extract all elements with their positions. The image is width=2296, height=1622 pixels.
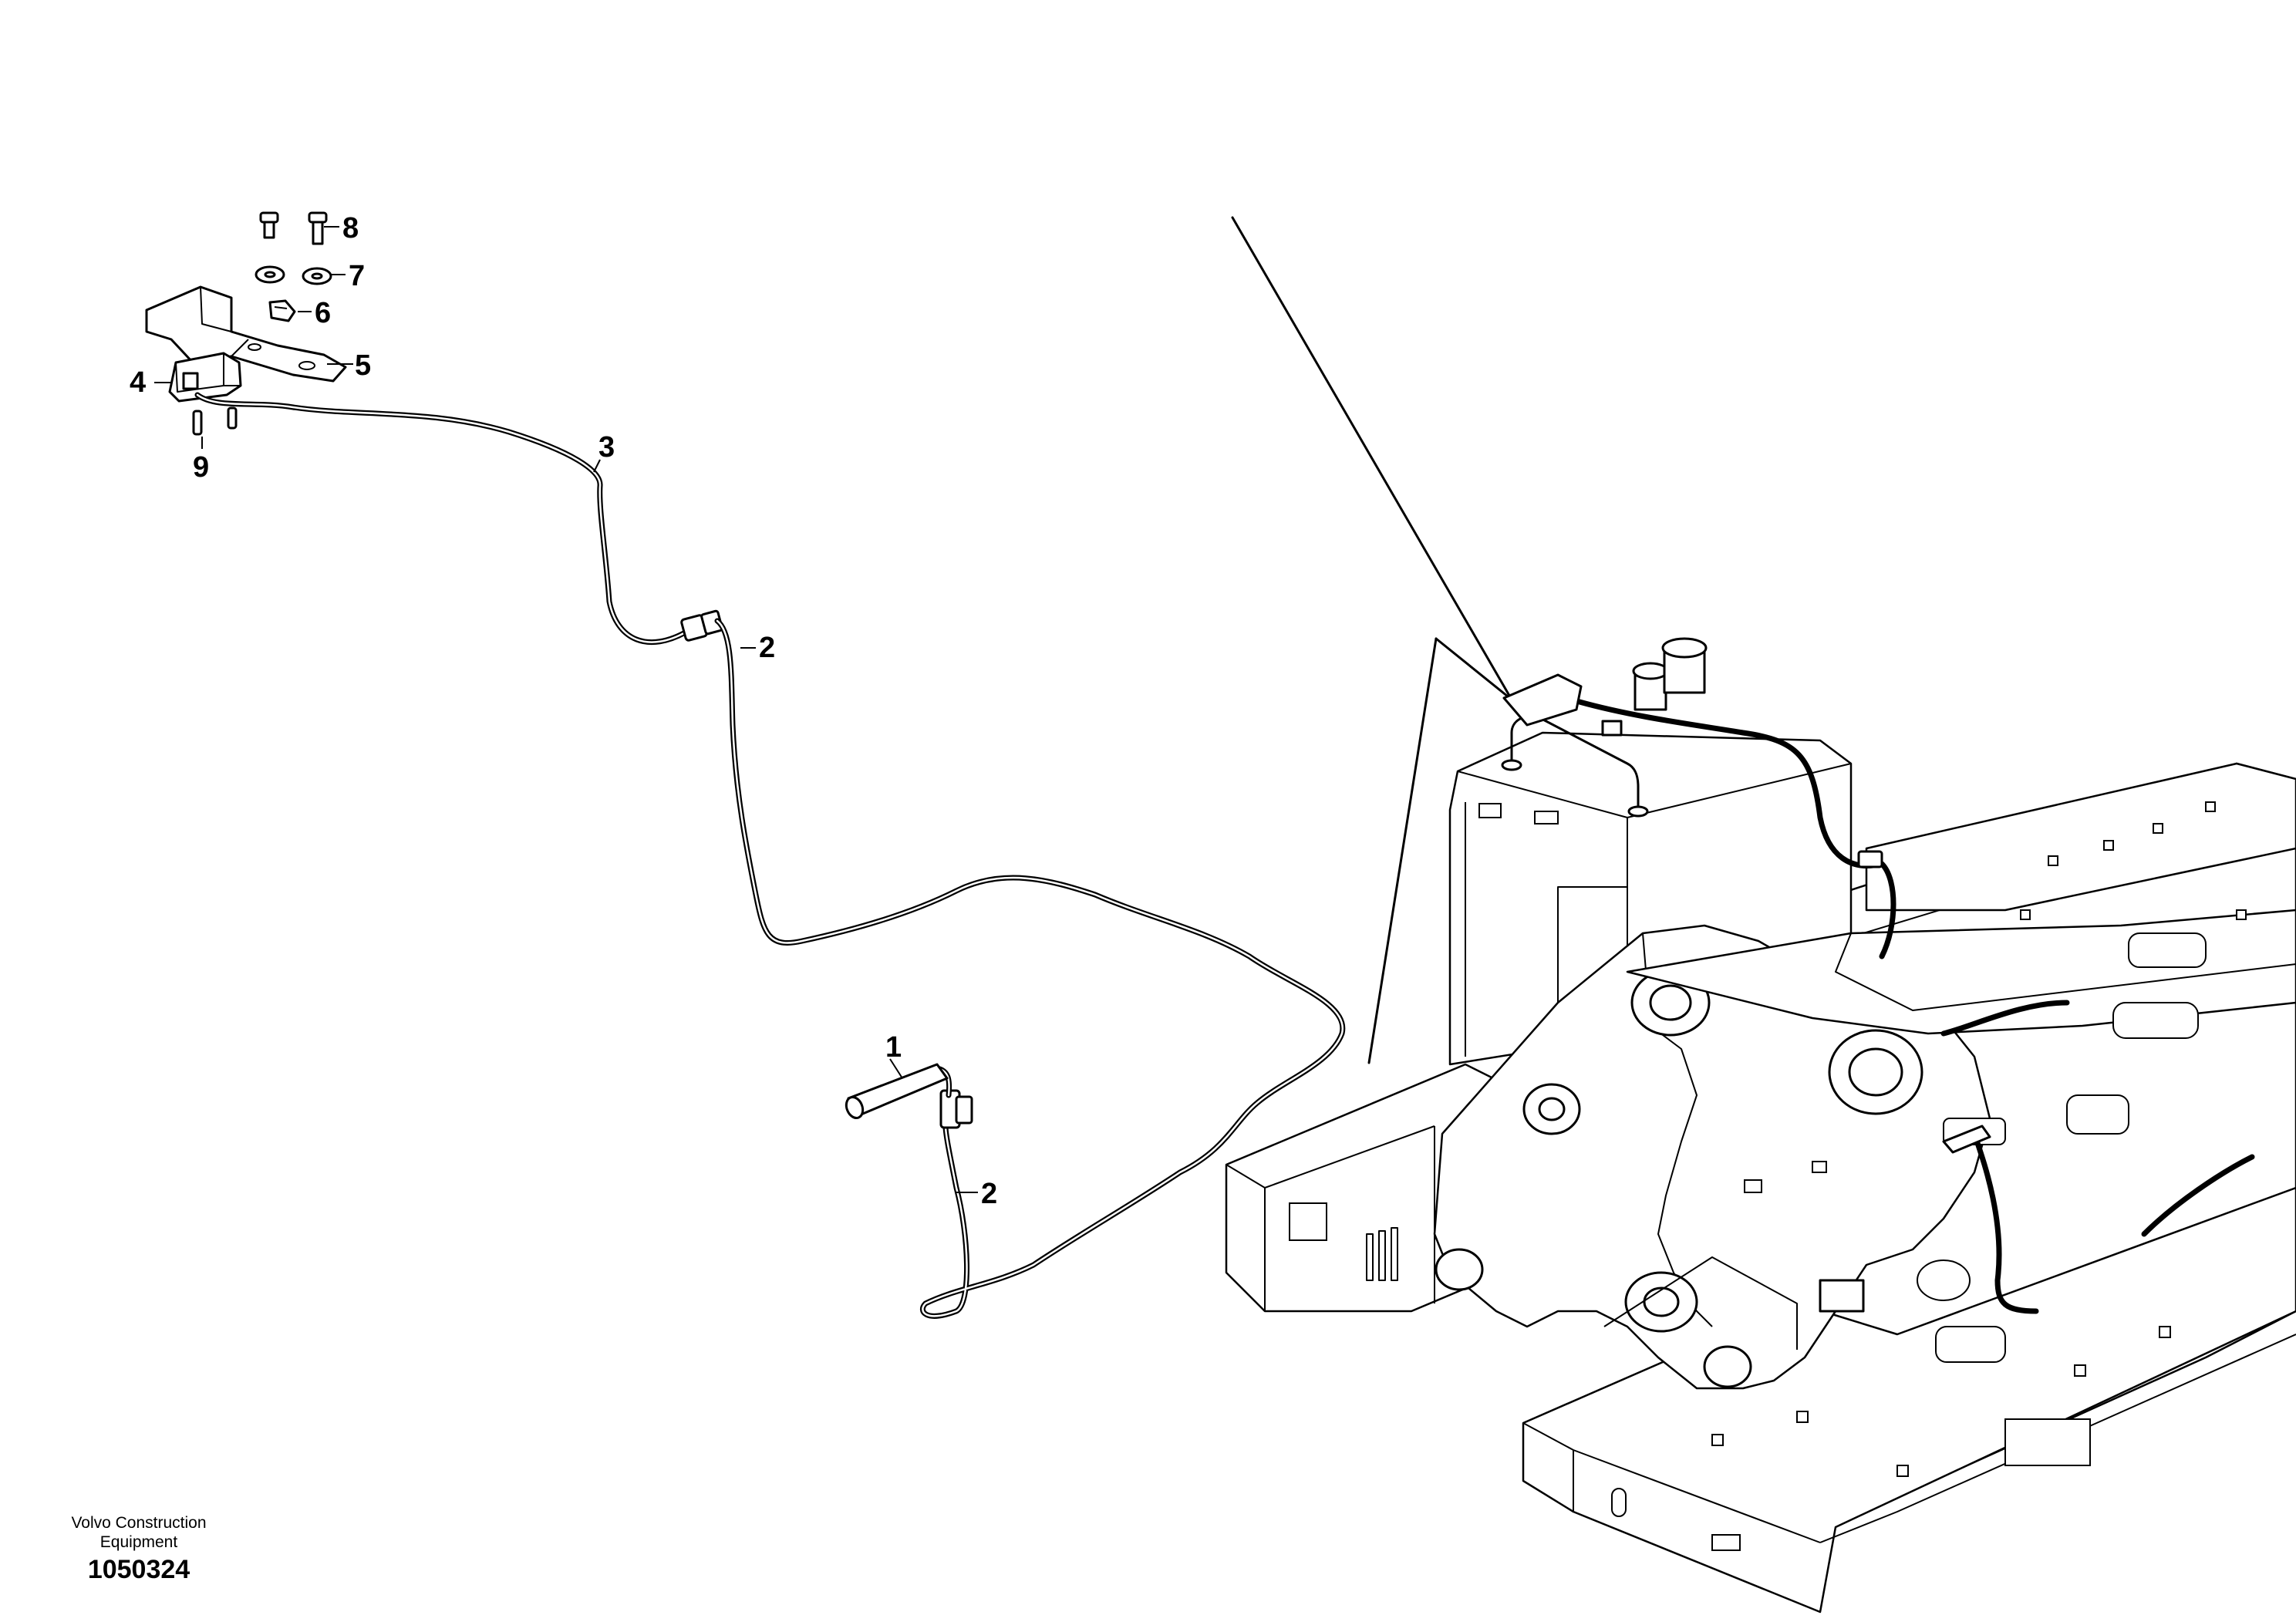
callout-7: 7 xyxy=(349,260,365,292)
clip-6 xyxy=(268,299,296,322)
callout-labels: 1 2 2 3 4 5 6 7 8 9 xyxy=(130,212,997,1210)
machine-frame xyxy=(1225,637,2296,1614)
cover-4 xyxy=(168,352,242,403)
screw-9 xyxy=(192,406,238,436)
bolt-8 xyxy=(259,211,328,245)
washer-7 xyxy=(255,265,332,285)
callout-2-upper: 2 xyxy=(759,632,775,664)
wiring-harness xyxy=(194,392,1346,1319)
callout-3: 3 xyxy=(598,431,615,464)
brand-name: Volvo Construction Equipment xyxy=(71,1514,207,1551)
callout-4: 4 xyxy=(130,366,146,399)
callout-6: 6 xyxy=(315,297,331,329)
drawing-number: 1050324 xyxy=(87,1555,190,1584)
callout-8: 8 xyxy=(342,212,359,244)
callout-1: 1 xyxy=(885,1031,902,1064)
callout-2-lower: 2 xyxy=(981,1178,997,1210)
callout-leaders xyxy=(154,226,978,1193)
callout-9: 9 xyxy=(193,451,209,484)
callout-5: 5 xyxy=(355,349,371,382)
detail-leader-lines xyxy=(1231,216,1513,1064)
sensor-1 xyxy=(845,1063,952,1120)
